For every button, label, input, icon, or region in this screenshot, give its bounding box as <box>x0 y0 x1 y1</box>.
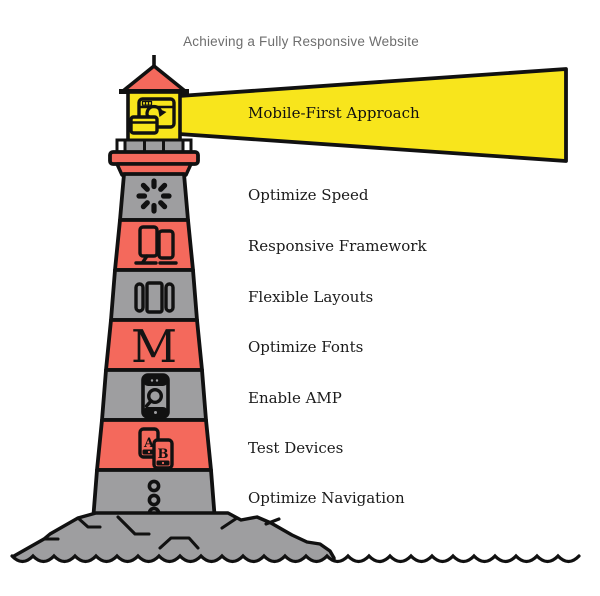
browser-menu-grid <box>141 100 153 106</box>
mobile-first-icon <box>129 97 176 135</box>
page-title: Achieving a Fully Responsive Website <box>183 34 419 49</box>
magnifier-handle <box>144 399 153 408</box>
mobile-card <box>129 115 159 135</box>
magnifier-lens <box>146 388 163 405</box>
phone <box>157 229 175 260</box>
water-mask <box>12 556 579 584</box>
gallery-platform <box>108 150 200 166</box>
tablet-stand <box>141 254 149 264</box>
step-label-enable-amp: Enable AMP <box>248 389 342 407</box>
mobile-search-icon <box>141 373 170 419</box>
step-label-optimize-speed: Optimize Speed <box>248 186 369 204</box>
water-line <box>10 553 581 564</box>
step-label-optimize-fonts: Optimize Fonts <box>248 338 364 356</box>
spinner-icon <box>136 178 172 214</box>
roof <box>121 64 187 93</box>
rock-cracks <box>42 515 281 550</box>
columns-layout-icon <box>134 281 175 314</box>
step-label-test-devices: Test Devices <box>248 439 344 457</box>
svg-text:B: B <box>158 447 169 462</box>
step-label-responsive-framework: Responsive Framework <box>248 237 427 255</box>
refresh-arrow-head <box>158 108 167 117</box>
step-label-optimize-navigation: Optimize Navigation <box>248 489 405 507</box>
ab-test-phones-icon: A B <box>138 427 174 470</box>
responsive-devices-icon <box>134 225 178 265</box>
letter-m-icon: M <box>131 320 177 373</box>
step-label-flexible-layouts: Flexible Layouts <box>248 288 374 306</box>
phone-top-band <box>143 375 168 386</box>
beam-label: Mobile-First Approach <box>248 104 420 122</box>
svg-text:A: A <box>143 436 155 451</box>
